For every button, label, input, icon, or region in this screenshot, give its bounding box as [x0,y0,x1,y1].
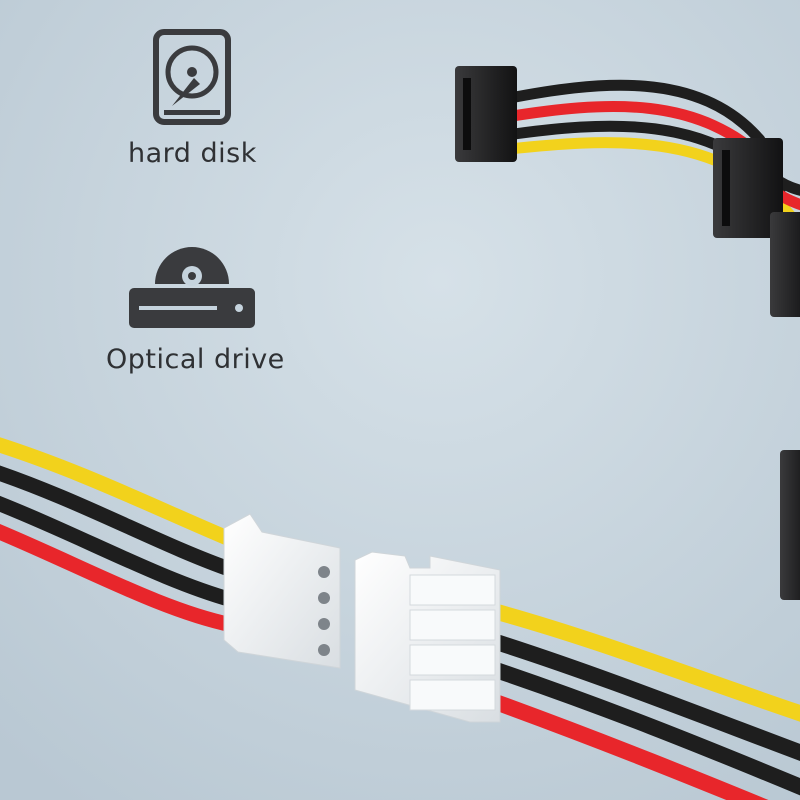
molex-male-connector [354,551,501,723]
hard-disk-label: hard disk [128,138,257,169]
left-molex-wires [0,437,240,633]
molex-female-connector [223,513,341,669]
sata-connector-2 [713,138,783,238]
sata-connector-4 [780,450,800,600]
sata-connector-1 [455,66,517,162]
optical-drive-icon [125,236,259,332]
optical-drive-label: Optical drive [106,344,285,375]
sata-connector-3 [770,212,800,317]
hard-disk-icon [150,28,234,126]
right-molex-wires [482,602,800,800]
